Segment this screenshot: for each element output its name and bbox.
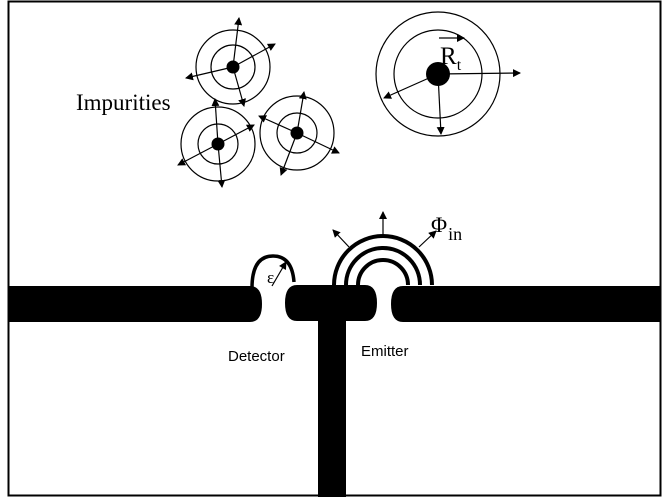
impurity-top xyxy=(185,17,276,107)
left-lead xyxy=(9,286,262,322)
rt-label: Rt xyxy=(440,43,462,74)
impurity-lower-right xyxy=(258,91,340,176)
central-electrode xyxy=(285,285,377,497)
tip-impurity xyxy=(375,11,521,137)
emitter-arrows xyxy=(332,211,437,248)
emitter-wavefronts xyxy=(332,234,434,286)
wavefront-middle xyxy=(344,246,422,286)
impurity-lower-left xyxy=(177,98,256,188)
right-lead xyxy=(391,286,661,322)
wavefront-outer xyxy=(332,234,434,286)
emitter-label: Emitter xyxy=(361,343,409,360)
impurities-label: Impurities xyxy=(76,90,171,115)
wavefront-inner xyxy=(356,258,410,286)
epsilon-label: ε xyxy=(267,268,274,287)
detector-label: Detector xyxy=(228,348,285,365)
gate-structure xyxy=(9,285,661,497)
detector-arc xyxy=(250,254,296,289)
phi-in-label: Φin xyxy=(431,212,462,244)
